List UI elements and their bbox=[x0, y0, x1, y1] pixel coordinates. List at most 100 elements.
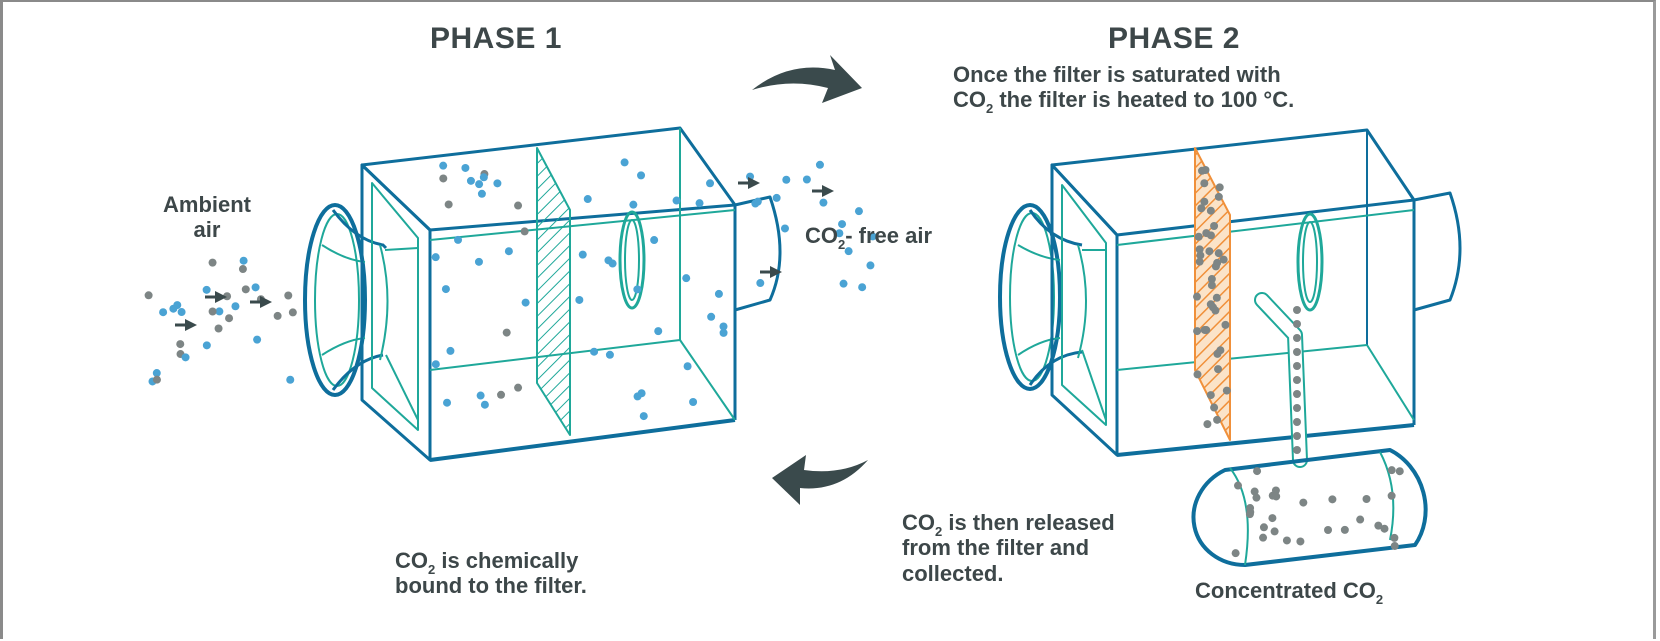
ambient-air-particle bbox=[152, 369, 161, 378]
ambient-air-particle bbox=[231, 302, 240, 311]
pipe-co2-particle bbox=[1293, 362, 1301, 370]
tank-co2-particle bbox=[1390, 533, 1399, 542]
phase1-inlet-particle bbox=[479, 173, 488, 182]
ambient-air-line1: Ambient bbox=[163, 192, 251, 217]
co2-free-air-particle bbox=[780, 224, 789, 233]
phase1-intake-funnel bbox=[303, 203, 389, 397]
tank-co2-particle bbox=[1233, 481, 1242, 490]
phase2-captured-co2-particle bbox=[1193, 292, 1202, 301]
tank-co2-particle bbox=[1356, 515, 1365, 524]
phase2-intake-funnel bbox=[998, 203, 1087, 391]
phase1-outlet-particle bbox=[719, 322, 728, 331]
phase2-captured-co2-particle bbox=[1205, 247, 1214, 256]
cycle-arrow-left-icon bbox=[772, 455, 868, 505]
phase1-outlet-particle bbox=[714, 289, 723, 298]
phase1-inlet-particle bbox=[431, 360, 440, 369]
pipe-co2-particle bbox=[1293, 404, 1301, 412]
phase1-inlet-particle bbox=[521, 298, 530, 307]
pipe-co2-particle bbox=[1293, 418, 1301, 426]
co2-free-air-particle bbox=[753, 197, 762, 206]
phase1-outlet-particle bbox=[578, 250, 587, 259]
phase2-captured-co2-particle bbox=[1197, 204, 1206, 213]
tank-co2-particle bbox=[1328, 495, 1337, 504]
phase1-outlet-particle bbox=[620, 158, 629, 167]
phase1-inlet-particle bbox=[439, 161, 448, 170]
phase2-caption-line2: from the filter and bbox=[902, 535, 1090, 561]
phase1-inlet-particle bbox=[476, 391, 485, 400]
flow-arrow-layer bbox=[175, 177, 834, 331]
phase2-description-line1: Once the filter is saturated with bbox=[953, 62, 1281, 87]
cycle-arrow-right-icon bbox=[752, 55, 862, 103]
tank-co2-particle bbox=[1296, 537, 1305, 546]
phase1-outlet-particle bbox=[637, 171, 646, 180]
pipe-co2-particle bbox=[1293, 432, 1301, 440]
phase1-inlet-particle bbox=[514, 383, 523, 392]
pipe-co2-particle bbox=[1293, 306, 1301, 314]
pipe-co2-particle bbox=[1293, 320, 1301, 328]
tank-co2-particle bbox=[1272, 492, 1281, 501]
phase1-inlet-particle bbox=[466, 176, 475, 185]
phase1-front-frame bbox=[360, 163, 432, 462]
phase2-outlet bbox=[1296, 191, 1462, 312]
concentrated-co2-label: Concentrated CO2 bbox=[1195, 578, 1384, 607]
phase1-outlet-particle bbox=[633, 392, 642, 401]
co2-free-air-particle bbox=[838, 220, 847, 229]
tank-co2-particle bbox=[1268, 514, 1277, 523]
phase2-caption: CO2 is then released from the filter and… bbox=[902, 510, 1115, 586]
phase2-captured-co2-particle bbox=[1200, 197, 1209, 206]
phase2-captured-co2-particle bbox=[1193, 327, 1202, 336]
phase2-captured-co2-particle bbox=[1214, 192, 1223, 201]
tank-co2-particle bbox=[1380, 524, 1389, 533]
tank-co2-particle bbox=[1362, 494, 1371, 503]
ambient-air-particle bbox=[214, 324, 223, 333]
co2-free-air-particle bbox=[866, 261, 875, 270]
ambient-air-particle bbox=[173, 301, 182, 310]
phase2-unit bbox=[998, 128, 1462, 567]
phase2-captured-co2-particle bbox=[1216, 346, 1225, 355]
phase1-outlet-particle bbox=[629, 200, 638, 209]
phase2-captured-co2-particle bbox=[1219, 255, 1228, 264]
phase2-captured-co2-particle bbox=[1212, 293, 1221, 302]
phase1-title: PHASE 1 bbox=[430, 22, 562, 55]
phase2-description: Once the filter is saturated with CO2 th… bbox=[953, 62, 1294, 115]
phase2-captured-co2-particle bbox=[1213, 415, 1222, 424]
phase1-outlet-particle bbox=[575, 295, 584, 304]
pipe-co2-particle bbox=[1293, 376, 1301, 384]
ambient-air-particle bbox=[181, 353, 190, 362]
ambient-air-particle bbox=[208, 307, 217, 316]
phase1-inlet-particle bbox=[520, 227, 529, 236]
ambient-air-particle bbox=[288, 308, 297, 317]
phase1-inlet-particle bbox=[446, 346, 455, 355]
co2-free-air-particle bbox=[782, 175, 791, 184]
co2-free-air-particle bbox=[868, 232, 877, 241]
ambient-air-particle bbox=[202, 285, 211, 294]
phase1-inlet-particle bbox=[443, 398, 452, 407]
ambient-air-particle bbox=[241, 285, 250, 294]
phase2-captured-co2-particle bbox=[1203, 420, 1212, 429]
ambient-air-particle bbox=[152, 375, 161, 384]
phase2-captured-co2-particle bbox=[1201, 166, 1210, 175]
phase1-caption-line2: bound to the filter. bbox=[395, 573, 587, 599]
co2-free-air-particle bbox=[835, 229, 844, 238]
co2-free-air-particle bbox=[802, 175, 811, 184]
phase1-unit bbox=[303, 126, 782, 462]
co2-free-air-particle bbox=[854, 207, 863, 216]
co2-free-air-particle bbox=[844, 247, 853, 256]
phase2-captured-co2-particle bbox=[1222, 386, 1231, 395]
co2-free-air-particle bbox=[819, 198, 828, 207]
phase1-outlet-particle bbox=[689, 397, 698, 406]
ambient-air-particle bbox=[202, 341, 211, 350]
phase2-captured-co2-particle bbox=[1207, 275, 1216, 284]
ambient-air-particle bbox=[176, 340, 185, 349]
phase1-inlet-particle bbox=[480, 400, 489, 409]
phase1-inlet-particle bbox=[477, 189, 486, 198]
phase1-filter bbox=[536, 147, 571, 436]
tank-co2-particle bbox=[1282, 536, 1291, 545]
phase1-outlet-particle bbox=[682, 274, 691, 283]
co2-free-air-particle bbox=[858, 283, 867, 292]
phase1-inlet-particle bbox=[497, 390, 506, 399]
ambient-air-label: Ambient air bbox=[163, 192, 251, 243]
phase1-caption: CO2 is chemically bound to the filter. bbox=[395, 548, 587, 599]
phase2-captured-co2-particle bbox=[1215, 183, 1224, 192]
